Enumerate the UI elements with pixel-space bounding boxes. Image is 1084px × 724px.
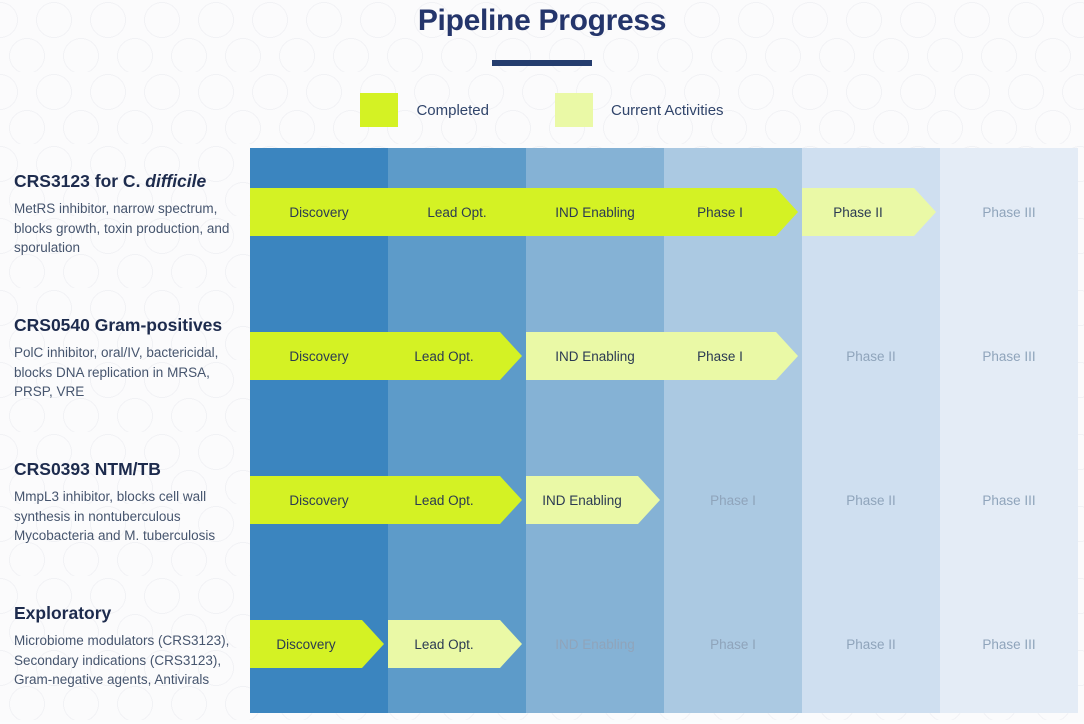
stage-label-inactive: Phase III <box>982 204 1036 220</box>
stage-label-cell: IND Enabling <box>526 332 664 380</box>
stage-segment-labels: Discovery Lead Opt. IND Enabling Phase I <box>250 188 798 236</box>
stage-label-completed: Lead Opt. <box>414 492 474 508</box>
stage-label-cell: Discovery <box>250 476 388 524</box>
stage-band-2 <box>388 148 526 713</box>
stage-band-6 <box>940 148 1078 713</box>
program-title: Exploratory <box>14 603 112 623</box>
program-info: CRS0393 NTM/TB MmpL3 inhibitor, blocks ce… <box>14 456 240 546</box>
stage-segment-completed[interactable] <box>250 476 522 524</box>
program-title-italic: difficile <box>145 171 207 191</box>
page-title: Pipeline Progress <box>417 4 667 37</box>
progress-track: Discovery Lead Opt. IND Enabling Phase I <box>250 332 1078 380</box>
stage-label-completed: Discovery <box>276 636 336 652</box>
stage-segment-labels: Discovery <box>250 620 384 668</box>
stage-label-completed: IND Enabling <box>555 204 635 220</box>
stage-label-current: Lead Opt. <box>414 636 474 652</box>
stage-segment-labels: Lead Opt. <box>388 620 522 668</box>
stage-label-completed: Discovery <box>289 204 349 220</box>
stage-segment-current[interactable] <box>802 188 936 236</box>
stage-label-inactive: Phase II <box>846 348 896 364</box>
stage-label-inactive: Phase III <box>982 348 1036 364</box>
stage-label-inactive: Phase II <box>846 636 896 652</box>
stage-label-completed: Discovery <box>289 492 349 508</box>
stage-segment-labels: Phase II <box>802 188 936 236</box>
inactive-stage-labels: Phase I Phase II Phase III <box>250 476 1078 524</box>
program-description: MetRS inhibitor, narrow spectrum, blocks… <box>14 201 230 255</box>
stage-band-4 <box>664 148 802 713</box>
stage-label-current: IND Enabling <box>555 348 635 364</box>
stage-label-cell: IND Enabling <box>526 188 664 236</box>
stage-label-inactive: Phase I <box>710 636 756 652</box>
legend-swatch-current <box>555 93 593 127</box>
stage-segment-completed[interactable] <box>250 332 522 380</box>
program-row: CRS0393 NTM/TB MmpL3 inhibitor, blocks ce… <box>0 436 1084 580</box>
stage-label-cell: Phase I <box>664 332 776 380</box>
legend-label-current: Current Activities <box>611 101 724 119</box>
page-header: Pipeline Progress <box>0 0 1084 66</box>
progress-track: Discovery Lead Opt. <box>250 620 1078 668</box>
stage-label-current: Phase I <box>697 348 743 364</box>
stage-segment-current[interactable] <box>526 476 660 524</box>
stage-label-inactive: IND Enabling <box>555 636 635 652</box>
stage-segment-current[interactable] <box>526 332 798 380</box>
program-description: PolC inhibitor, oral/IV, bactericidal, b… <box>14 345 219 399</box>
stage-column-bands <box>250 148 1078 713</box>
program-title: CRS3123 for C. difficile <box>14 171 207 191</box>
stage-label-completed: Phase I <box>697 204 743 220</box>
program-title: CRS0393 NTM/TB <box>14 459 161 479</box>
stage-label-cell: Lead Opt. <box>388 620 500 668</box>
stage-label-cell: Phase II <box>802 188 914 236</box>
program-title: CRS0540 Gram-positives <box>14 315 223 335</box>
legend-label-completed: Completed <box>416 101 489 119</box>
stage-segment-completed[interactable] <box>250 188 798 236</box>
legend-swatch-completed <box>360 93 399 127</box>
stage-segment-labels: IND Enabling Phase I <box>526 332 798 380</box>
title-underline <box>492 60 592 66</box>
stage-segment-current[interactable] <box>388 620 522 668</box>
stage-label-inactive: Phase III <box>982 492 1036 508</box>
stage-label-completed: Discovery <box>289 348 349 364</box>
stage-label-completed: Lead Opt. <box>414 348 474 364</box>
program-description: MmpL3 inhibitor, blocks cell wall synthe… <box>14 489 216 543</box>
stage-label-cell: Lead Opt. <box>388 476 500 524</box>
stage-band-1 <box>250 148 388 713</box>
progress-track: Discovery Lead Opt. IND Enabling Phase I Pha… <box>250 188 1078 236</box>
stage-label-current: Phase II <box>833 204 883 220</box>
stage-band-3 <box>526 148 664 713</box>
stage-label-current: IND Enabling <box>542 492 622 508</box>
stage-label-cell: Discovery <box>250 620 362 668</box>
legend-item-completed: Completed <box>360 93 489 127</box>
stage-label-inactive: Phase II <box>846 492 896 508</box>
stage-label-cell: Lead Opt. <box>388 188 526 236</box>
stage-label-cell: Discovery <box>250 332 388 380</box>
inactive-stage-labels: IND Enabling Phase I Phase II Phase III <box>250 620 1078 668</box>
stage-label-inactive: Phase III <box>982 636 1036 652</box>
legend-item-current: Current Activities <box>555 93 724 127</box>
stage-segment-labels: IND Enabling <box>526 476 660 524</box>
stage-label-cell: IND Enabling <box>526 476 638 524</box>
stage-band-5 <box>802 148 940 713</box>
stage-label-cell: Lead Opt. <box>388 332 500 380</box>
stage-label-inactive: Phase I <box>710 492 756 508</box>
stage-segment-labels: Discovery Lead Opt. <box>250 476 522 524</box>
stage-label-completed: Lead Opt. <box>427 204 487 220</box>
stage-label-cell: Phase I <box>664 188 776 236</box>
stage-label-cell: Discovery <box>250 188 388 236</box>
program-description: Microbiome modulators (CRS3123), Seconda… <box>14 633 230 687</box>
stage-segment-completed[interactable] <box>250 620 384 668</box>
stage-segment-labels: Discovery Lead Opt. <box>250 332 522 380</box>
inactive-stage-labels: Phase II Phase III <box>250 332 1078 380</box>
inactive-stage-labels: Phase III <box>250 188 1078 236</box>
progress-track: Discovery Lead Opt. IND Enabling <box>250 476 1078 524</box>
legend: Completed Current Activities <box>0 93 1084 127</box>
